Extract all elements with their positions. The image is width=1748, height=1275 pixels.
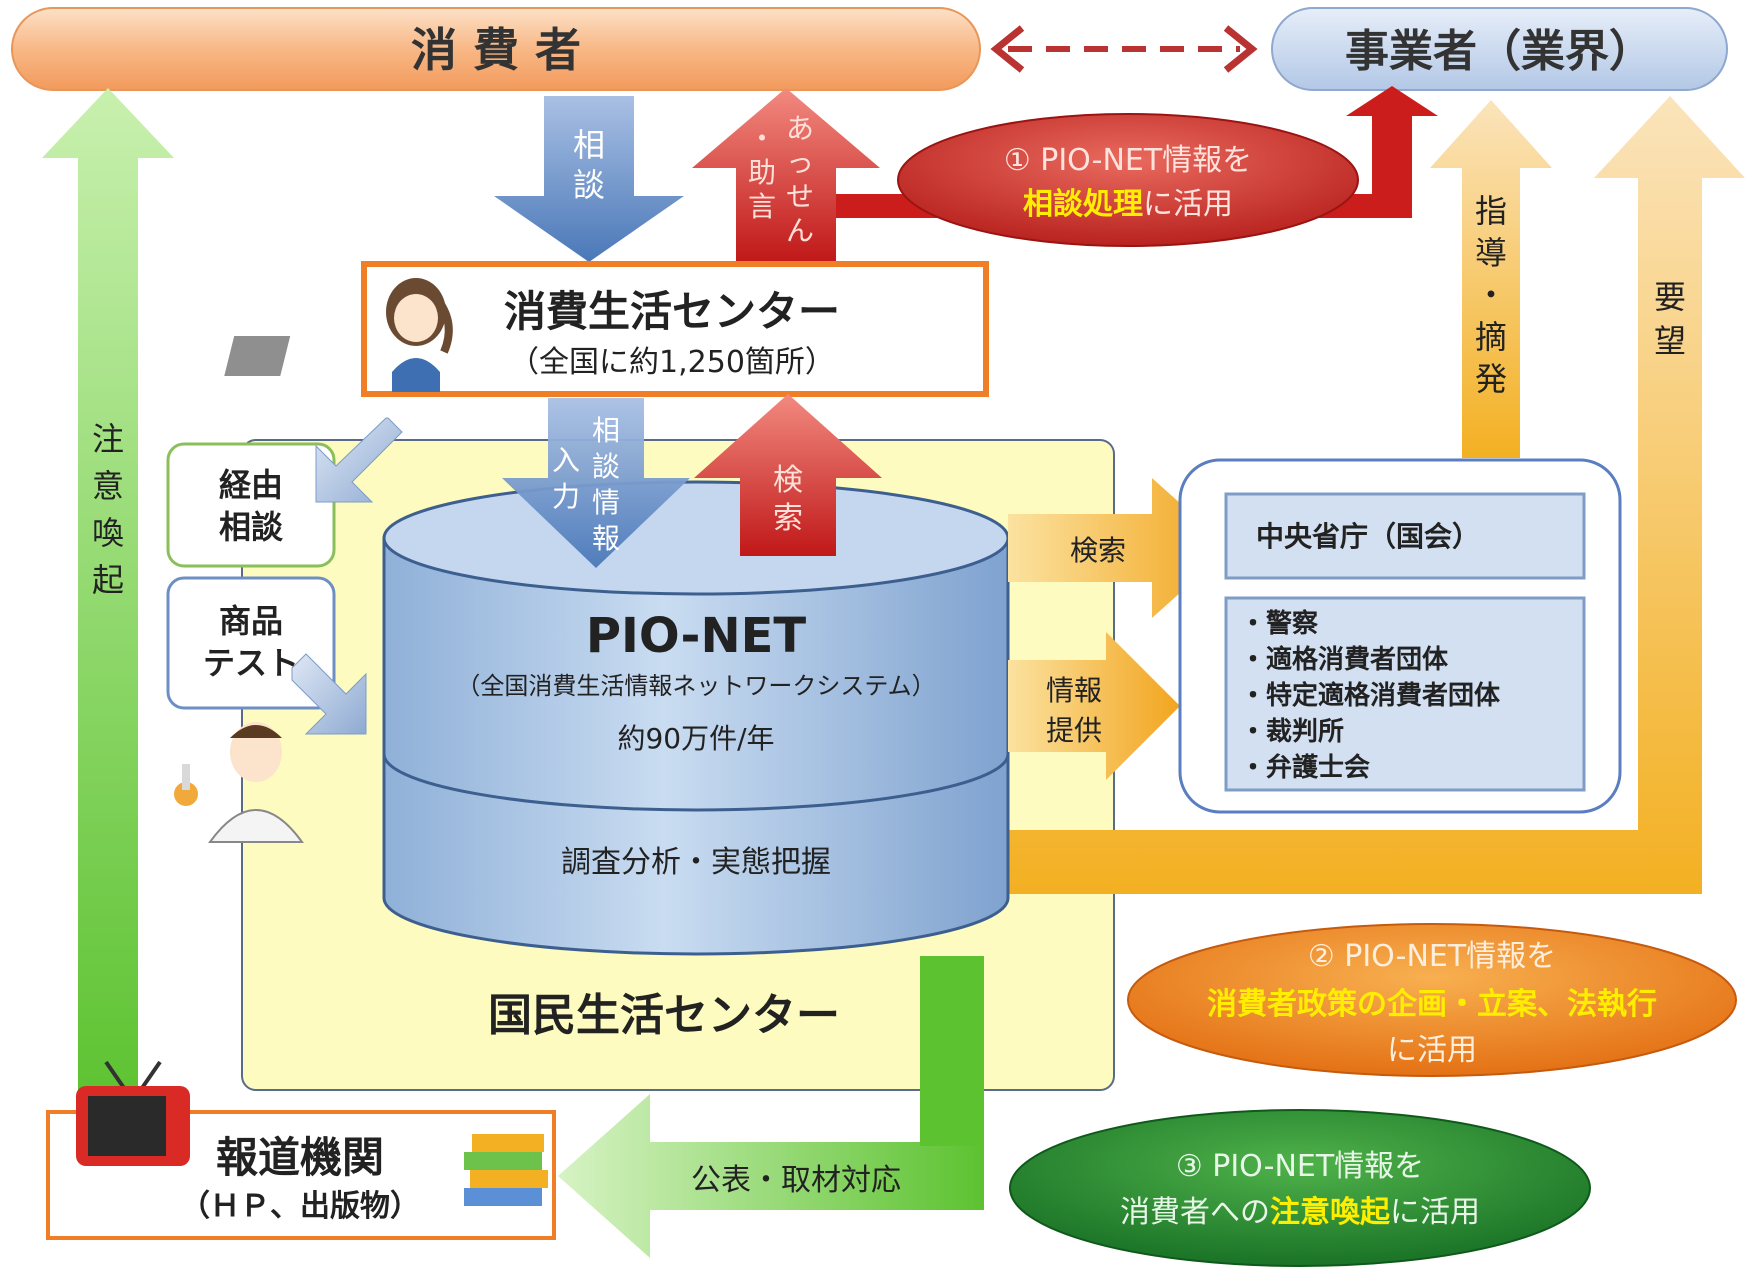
- svg-text:相談: 相談: [219, 508, 284, 546]
- alert-arrow: 注 意 喚 起: [42, 88, 174, 1110]
- search-right-arrow: 検索: [1008, 478, 1230, 618]
- press-title: 報道機関: [216, 1133, 384, 1182]
- oval2-highlight: 消費者政策の企画・立案、法執行: [1207, 987, 1657, 1022]
- svg-text:談: 談: [592, 450, 620, 483]
- svg-text:・警察: ・警察: [1240, 608, 1319, 639]
- scientist-illustration: [174, 722, 304, 843]
- svg-text:望: 望: [1654, 322, 1686, 360]
- pionet-count: 約90万件/年: [617, 722, 774, 755]
- svg-text:・裁判所: ・裁判所: [1240, 717, 1344, 747]
- ministry-box: [1224, 492, 1586, 580]
- government-group: 中央省庁（国会） ・警察 ・適格消費者団体 ・特定適格消費者団体 ・裁判所 ・弁…: [1178, 458, 1622, 814]
- alert-arrow-label: 注 意 喚 起: [92, 420, 124, 599]
- press-subtitle: （ＨＰ、出版物）: [180, 1189, 420, 1224]
- press-box: 報道機関 （ＨＰ、出版物）: [46, 1060, 556, 1240]
- books-icon: [464, 1134, 548, 1206]
- consultation-arrow: 相 談: [494, 96, 684, 262]
- svg-text:③ PIO-NET情報を: ③ PIO-NET情報を: [1176, 1149, 1424, 1184]
- svg-text:相: 相: [592, 414, 620, 447]
- svg-text:消費者への注意喚起に活用: 消費者への注意喚起に活用: [1120, 1195, 1480, 1230]
- svg-text:注: 注: [92, 420, 124, 458]
- svg-text:指: 指: [1475, 192, 1507, 230]
- consumer-label: 消 費 者: [411, 23, 581, 77]
- via-consult-arrow: [315, 417, 403, 503]
- search-up-arrow: 検 索: [694, 394, 882, 556]
- svg-text:喚: 喚: [92, 514, 124, 552]
- svg-text:報: 報: [592, 522, 620, 555]
- ministry-label: 中央省庁（国会）: [1256, 520, 1480, 553]
- oval3-highlight: 注意喚起: [1270, 1195, 1391, 1230]
- pionet-title: PIO-NET: [586, 608, 807, 664]
- svg-text:・特定適格消費者団体: ・特定適格消費者団体: [1240, 680, 1501, 711]
- oval-policy-use: ② PIO-NET情報を 消費者政策の企画・立案、法執行 に活用: [1127, 923, 1737, 1077]
- svg-text:導: 導: [1475, 234, 1507, 272]
- center-title: 消費生活センター: [504, 287, 840, 336]
- svg-text:入: 入: [552, 444, 580, 477]
- svg-text:ん: ん: [786, 214, 814, 247]
- svg-text:情報: 情報: [1046, 674, 1102, 707]
- oval3-suffix: に活用: [1390, 1195, 1480, 1230]
- via-consult-box: 経由 相談: [166, 442, 336, 568]
- business-label: 事業者（業界）: [1345, 26, 1653, 77]
- svg-text:摘: 摘: [1475, 318, 1507, 356]
- svg-text:力: 力: [552, 480, 580, 513]
- pionet-cylinder: PIO-NET （全国消費生活情報ネットワークシステム） 約90万件/年 調査分…: [382, 480, 1010, 956]
- input-arrow: 入 力 相 談 情 報: [502, 398, 690, 568]
- svg-text:検索: 検索: [1070, 534, 1126, 567]
- national-center-label: 国民生活センター: [488, 990, 840, 1041]
- oval-alert-use: ③ PIO-NET情報を 消費者への注意喚起に活用: [1009, 1109, 1591, 1267]
- svg-text:言: 言: [748, 190, 776, 223]
- info-provide-arrow: 情報 提供: [1008, 632, 1180, 780]
- publish-arrow: 公表・取材対応: [558, 956, 984, 1258]
- svg-text:経由: 経由: [219, 466, 283, 504]
- svg-text:情: 情: [592, 486, 620, 519]
- svg-text:相: 相: [573, 126, 605, 164]
- center-subtitle: （全国に約1,250箇所）: [509, 345, 835, 380]
- svg-text:・適格消費者団体: ・適格消費者団体: [1240, 644, 1449, 675]
- svg-text:公表・取材対応: 公表・取材対応: [691, 1163, 901, 1198]
- svg-text:談: 談: [573, 166, 605, 204]
- pionet-analysis: 調査分析・実態把握: [561, 845, 831, 880]
- product-test-arrow: [291, 653, 367, 735]
- oval1-highlight: 相談処理: [1023, 187, 1143, 222]
- svg-text:に活用: に活用: [1387, 1033, 1477, 1068]
- svg-text:っ: っ: [786, 146, 814, 179]
- svg-text:② PIO-NET情報を: ② PIO-NET情報を: [1308, 939, 1556, 974]
- svg-text:助: 助: [748, 156, 776, 189]
- request-arrow: 要 望: [1008, 96, 1745, 894]
- pionet-subtitle: （全国消費生活情報ネットワークシステム）: [456, 672, 935, 700]
- svg-text:相談処理に活用: 相談処理に活用: [1023, 187, 1233, 222]
- consumer-bar: 消 費 者: [11, 7, 981, 91]
- tv-icon: [76, 1060, 190, 1166]
- svg-text:意: 意: [92, 467, 124, 505]
- guidance-arrow: 指 導 ・ 摘 発: [1430, 100, 1552, 458]
- dashed-double-arrow: [990, 25, 1258, 73]
- mediation-arrow: あ っ せ ん ・ 助 言: [692, 86, 1438, 262]
- consumer-center-box: 消費生活センター （全国に約1,250箇所）: [224, 261, 989, 397]
- svg-text:要: 要: [1654, 278, 1686, 316]
- svg-text:提供: 提供: [1046, 714, 1102, 747]
- svg-text:検: 検: [773, 463, 803, 498]
- svg-text:① PIO-NET情報を: ① PIO-NET情報を: [1004, 143, 1252, 178]
- svg-text:テスト: テスト: [203, 644, 299, 682]
- operator-illustration: [224, 278, 453, 392]
- orgs-box: [1224, 596, 1586, 792]
- svg-text:・: ・: [748, 122, 776, 155]
- business-bar: 事業者（業界）: [1271, 7, 1728, 91]
- svg-text:索: 索: [773, 501, 803, 536]
- oval-consult-use: ① PIO-NET情報を 相談処理に活用: [897, 113, 1359, 247]
- svg-text:発: 発: [1475, 360, 1507, 398]
- svg-text:せ: せ: [786, 180, 814, 213]
- oval3-prefix: 消費者への: [1120, 1195, 1270, 1230]
- svg-text:・: ・: [1475, 276, 1507, 314]
- svg-text:商品: 商品: [219, 602, 283, 640]
- svg-text:・弁護士会: ・弁護士会: [1240, 752, 1370, 783]
- svg-text:起: 起: [92, 561, 124, 599]
- svg-text:あ: あ: [786, 112, 814, 145]
- oval1-suffix: に活用: [1143, 187, 1233, 222]
